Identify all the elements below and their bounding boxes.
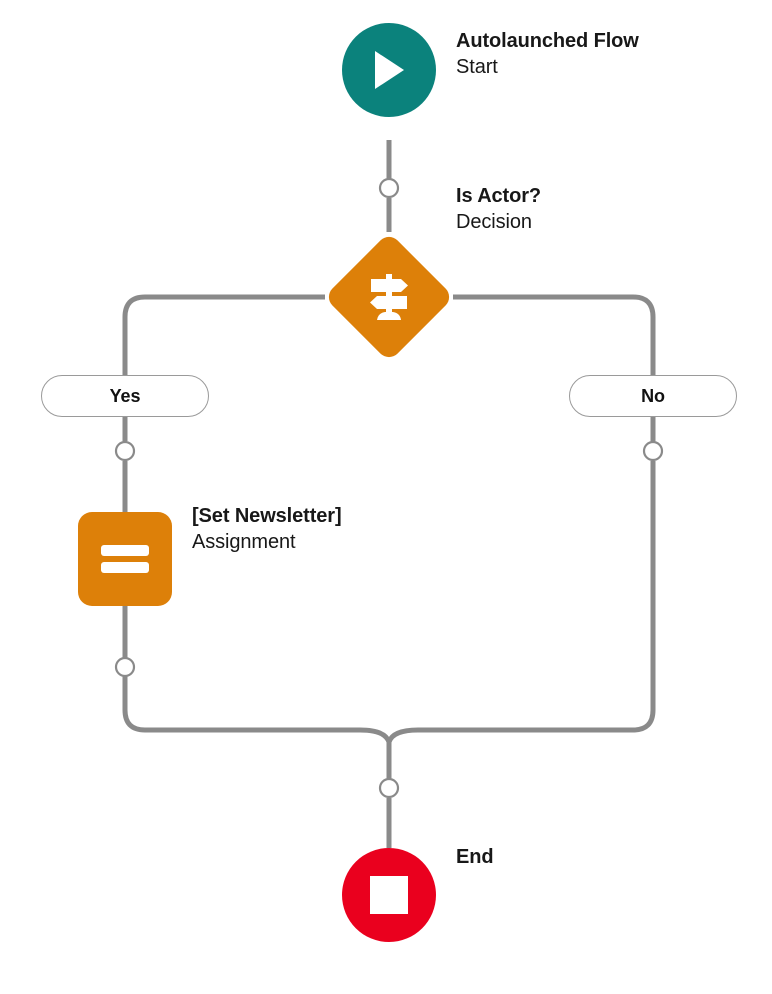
branch-path-no — [453, 294, 656, 362]
end-circle-shape — [342, 848, 436, 942]
merge-path-left — [122, 657, 392, 744]
branch-pill-yes-label: Yes — [109, 385, 141, 406]
label-decision: Is Actor? Decision — [456, 183, 541, 236]
label-decision-title: Is Actor? — [456, 185, 542, 207]
branch-pill-no[interactable]: No — [569, 375, 737, 417]
branch-path-yes — [122, 294, 325, 362]
merge-path-right — [386, 461, 656, 744]
node-assignment[interactable] — [78, 512, 172, 606]
signpost-icon — [370, 274, 408, 320]
label-decision-subtitle: Decision — [456, 211, 532, 233]
label-end: End — [456, 844, 494, 870]
branch-pill-no-label: No — [641, 385, 665, 406]
connector-dot-yes-assignment — [114, 440, 136, 462]
equals-icon — [101, 545, 149, 573]
connector-dot-start-decision — [378, 177, 400, 199]
label-end-title: End — [456, 846, 494, 868]
branch-pill-yes[interactable]: Yes — [41, 375, 209, 417]
label-start: Autolaunched Flow Start — [456, 28, 639, 81]
label-assignment: [Set Newsletter] Assignment — [192, 503, 342, 556]
node-start[interactable] — [342, 23, 436, 117]
node-decision[interactable] — [323, 231, 455, 363]
label-start-title: Autolaunched Flow — [456, 30, 639, 52]
connector-dot-merge-end — [378, 777, 400, 799]
play-icon — [375, 51, 404, 89]
label-start-subtitle: Start — [456, 56, 498, 78]
connector-dot-no-merge — [642, 440, 664, 462]
connector-dot-assignment-merge — [114, 656, 136, 678]
label-assignment-title: [Set Newsletter] — [192, 505, 342, 527]
assignment-square-shape — [78, 512, 172, 606]
stop-icon — [370, 876, 408, 914]
label-assignment-subtitle: Assignment — [192, 531, 296, 553]
node-end[interactable] — [342, 848, 436, 942]
start-circle-shape — [342, 23, 436, 117]
